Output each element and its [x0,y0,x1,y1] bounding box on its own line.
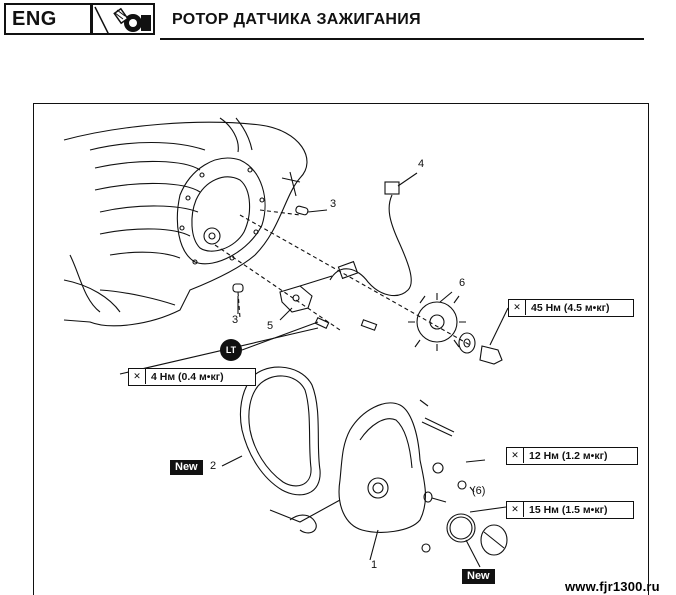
torque-callout-15: ✕ 15 Нм (1.5 м•кг) [506,501,634,519]
part-label-4: 4 [418,158,425,170]
part-label-6: 6 [459,277,466,289]
wrench-icon: ✕ [509,300,526,315]
torque-value-15: 15 Нм (1.5 м•кг) [529,504,608,516]
wrench-icon: ✕ [129,369,146,384]
torque-value-45: 45 Нм (4.5 м•кг) [531,302,610,314]
page-header: ENG РОТОР ДАТЧИКА ЗАЖИГАНИЯ [0,0,676,42]
torque-callout-4: ✕ 4 Нм (0.4 м•кг) [128,368,256,386]
title-divider [160,38,644,40]
new-badge-oring: New [462,569,495,584]
new-badge-gasket: New [170,460,203,475]
engine-icon [91,3,155,35]
torque-value-12: 12 Нм (1.2 м•кг) [529,450,608,462]
part-label-3b: 3 [232,314,239,326]
torque-value-4: 4 Нм (0.4 м•кг) [151,371,224,383]
loctite-badge: LT [220,339,242,361]
part-label-3a: 3 [330,198,337,210]
part-label-1: 1 [371,559,378,571]
diagram-frame [33,103,649,595]
wrench-icon: ✕ [507,448,524,463]
section-label: ENG [4,3,92,35]
torque-callout-12: ✕ 12 Нм (1.2 м•кг) [506,447,638,465]
part-label-6-paren: (6) [472,485,486,497]
part-label-5: 5 [267,320,274,332]
torque-callout-45: ✕ 45 Нм (4.5 м•кг) [508,299,634,317]
wrench-icon: ✕ [507,502,524,517]
page-title: РОТОР ДАТЧИКА ЗАЖИГАНИЯ [172,11,421,28]
watermark: www.fjr1300.ru [565,579,660,594]
part-label-2: 2 [210,460,217,472]
